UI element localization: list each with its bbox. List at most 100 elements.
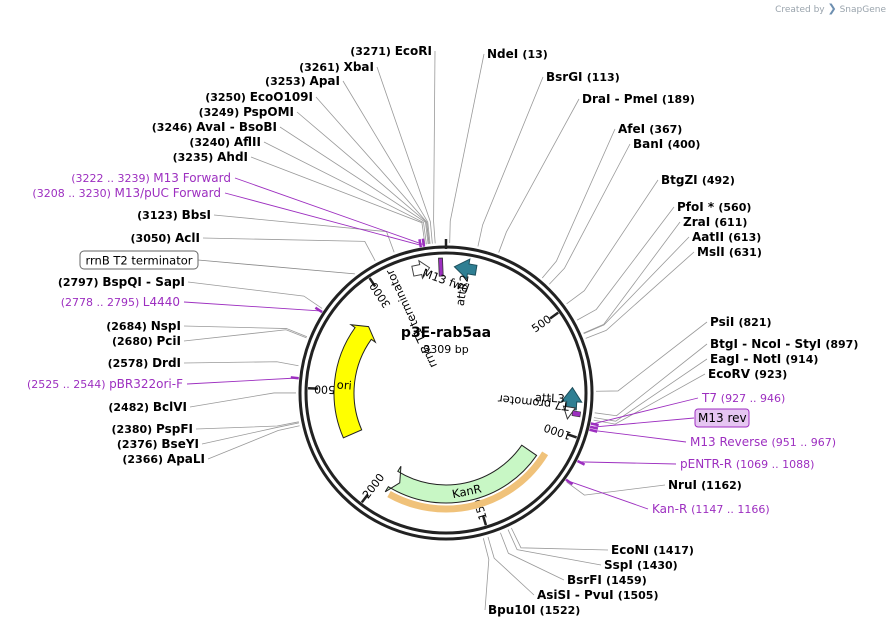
site-name: PciI (157, 334, 182, 348)
primer-mark (589, 425, 599, 430)
site-name: AflII (234, 135, 261, 149)
snapgene-watermark: Created by ❯ SnapGene (775, 2, 886, 15)
kanr-arrow (384, 444, 538, 504)
site-position: (2680) (112, 335, 157, 348)
site-name: AfeI (618, 122, 649, 136)
t7-promoter-glyph (562, 405, 577, 421)
site-leader (585, 251, 695, 339)
site-leader (583, 221, 681, 334)
site-position: (631) (729, 246, 762, 259)
site-label: PsiI (821) (710, 315, 772, 329)
site-position: (3249) (199, 106, 244, 119)
site-label: (2578) DrdI (108, 356, 181, 370)
site-label: PfoI * (560) (677, 200, 751, 214)
site-leader (183, 329, 307, 342)
site-name: EcoO109I (250, 90, 313, 104)
site-position: (1430) (637, 559, 678, 572)
primer-label: T7 (927 .. 946) (701, 391, 785, 405)
site-label: AatII (613) (692, 230, 761, 244)
site-label: BsrGI (113) (546, 70, 620, 84)
primer-range: (3222 .. 3239) (71, 172, 153, 185)
site-name: BsrFI (567, 573, 606, 587)
site-name: AhdI (217, 150, 248, 164)
site-position: (13) (522, 48, 547, 61)
site-leader (449, 53, 485, 244)
site-position: (923) (754, 368, 787, 381)
primer-leader (592, 397, 699, 425)
site-label: (2684) NspI (106, 319, 181, 333)
kanr-highlight (387, 451, 549, 513)
site-leader (187, 281, 323, 309)
site-label: (3123) BbsI (137, 208, 211, 222)
site-position: (1459) (606, 574, 647, 587)
site-position: (3250) (205, 91, 250, 104)
t7-promoter-arrow (562, 405, 582, 421)
site-label: (2376) BseYI (117, 437, 199, 451)
kanr-label: KanR (451, 481, 483, 501)
rrnb-t2-leader (197, 259, 355, 275)
site-label: DraI - PmeI (189) (582, 92, 695, 106)
ori-arrow (333, 324, 377, 439)
primer-label: Kan-R (1147 .. 1166) (652, 502, 770, 516)
site-position: (3235) (173, 151, 218, 164)
site-name: BbsI (182, 208, 211, 222)
primer-range: (927 .. 946) (721, 392, 786, 405)
site-label: NruI (1162) (668, 478, 742, 492)
site-leader (263, 141, 427, 245)
primer-leader (186, 377, 297, 385)
plasmid-name: p3E-rab5aa (401, 325, 491, 341)
rrnb-t1-terminator-shape (411, 259, 431, 280)
site-label: (3246) AvaI - BsoBI (152, 120, 277, 134)
site-name: NruI (668, 478, 701, 492)
site-name: EcoNI (611, 543, 653, 557)
site-name: AsiSI - PvuI (537, 588, 618, 602)
site-name: AatII (692, 230, 728, 244)
site-leader (207, 425, 300, 460)
site-name: PspOMI (243, 105, 294, 119)
site-leader (583, 236, 690, 335)
site-leader (487, 536, 535, 596)
tick-mark (549, 311, 559, 320)
site-position: (611) (714, 216, 747, 229)
plasmid-size: 3309 bp (423, 343, 468, 356)
site-position: (897) (825, 338, 858, 351)
tick-mark (481, 515, 488, 526)
site-position: (189) (662, 93, 695, 106)
site-position: (3123) (137, 209, 182, 222)
primer-leader (183, 301, 321, 312)
site-name: XbaI (344, 60, 374, 74)
site-position: (3240) (189, 136, 234, 149)
site-leader (213, 214, 395, 253)
tick-mark (566, 433, 578, 439)
site-leader (183, 361, 299, 367)
site-leader (594, 343, 708, 417)
site-label: (3249) PspOMI (199, 105, 294, 119)
site-leader (195, 421, 299, 430)
site-position: (821) (738, 316, 771, 329)
site-name: BtgI - NcoI - StyI (710, 337, 825, 351)
site-position: (560) (718, 201, 751, 214)
site-name: PsiI (710, 315, 738, 329)
site-name: BanI (633, 137, 667, 151)
site-leader (498, 98, 580, 253)
tick-label: 2000 (360, 471, 387, 501)
primer-range: (951 .. 967) (772, 436, 837, 449)
terminator-glyph (411, 259, 431, 280)
site-leader (250, 156, 426, 245)
site-position: (492) (702, 174, 735, 187)
site-position: (113) (587, 71, 620, 84)
sites-group: NdeI (13)BsrGI (113)DraI - PmeI (189)Afe… (58, 44, 859, 617)
primer-range: (1147 .. 1166) (691, 503, 770, 516)
primer-leader (591, 429, 687, 443)
tick-label: 500 (529, 313, 554, 336)
site-leader (477, 76, 544, 247)
site-position: (2380) (112, 423, 157, 436)
site-name: BclVI (153, 400, 187, 414)
site-position: (3261) (299, 61, 344, 74)
primer-label: (2525 .. 2544) pBR322ori-F (27, 377, 183, 391)
site-leader (593, 373, 706, 425)
m13-fwd-glyph (438, 257, 444, 277)
site-name: BspQI - SapI (102, 275, 185, 289)
site-label: (3235) AhdI (173, 150, 248, 164)
m13-rev-label: M13 rev (698, 411, 747, 425)
